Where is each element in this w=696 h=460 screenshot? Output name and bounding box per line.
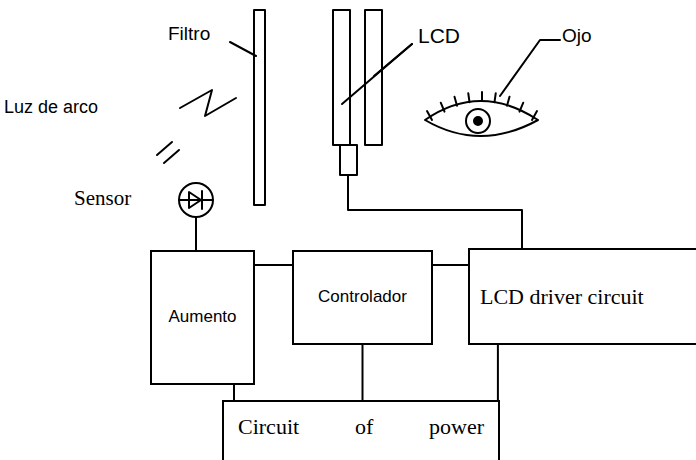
sensor-symbol: [179, 183, 213, 217]
eye-lash: [455, 97, 458, 106]
eye-lash: [427, 111, 432, 120]
eye-lash: [520, 103, 524, 112]
part-label: LCD: [418, 24, 460, 47]
lcd-wire: [348, 175, 522, 248]
eye-lash: [495, 93, 496, 102]
sensor-wire: [195, 217, 197, 250]
eye-lash: [532, 111, 537, 120]
filter-plate: [254, 10, 265, 205]
signal-wire: [497, 345, 499, 400]
diode-wire: [180, 199, 212, 201]
diode-symbol: [189, 192, 201, 208]
part-label: Ojo: [562, 26, 592, 47]
block-label: Controlador: [318, 286, 407, 309]
arc-light-symbol: [180, 90, 236, 116]
block-label: Aumento: [168, 306, 236, 329]
eye-lash: [481, 92, 483, 101]
light-ray: [157, 142, 172, 155]
block-label: LCD driver circuit: [480, 282, 672, 312]
part-label: Luz de arco: [4, 98, 98, 118]
eye-lashes: [427, 92, 537, 120]
part-label: Sensor: [74, 187, 131, 210]
leader-line: [342, 44, 412, 104]
light-ray: [164, 150, 179, 163]
eye-pupil: [474, 117, 482, 125]
signal-wire: [433, 264, 468, 266]
block-box: LCD driver circuit: [468, 248, 696, 345]
part-label: Filtro: [168, 24, 210, 45]
block-box: Controlador: [292, 250, 433, 345]
leader-line: [230, 42, 256, 56]
signal-wire: [362, 345, 364, 400]
eye-lash: [507, 97, 510, 106]
leader-line: [374, 44, 412, 76]
lcd-connector: [340, 145, 357, 175]
block-box: Aumento: [150, 250, 255, 385]
block-box: Circuit of power: [222, 400, 500, 460]
leader-line: [500, 40, 560, 96]
eye-outline: [425, 101, 538, 136]
lcd-plate: [333, 10, 350, 145]
diode-bar: [201, 191, 203, 209]
block-label: Circuit of power: [238, 412, 484, 442]
eye-lash: [468, 93, 469, 102]
eye-iris: [466, 109, 490, 133]
signal-wire: [255, 264, 292, 266]
eye-lash: [441, 103, 445, 112]
signal-wire: [233, 385, 235, 400]
